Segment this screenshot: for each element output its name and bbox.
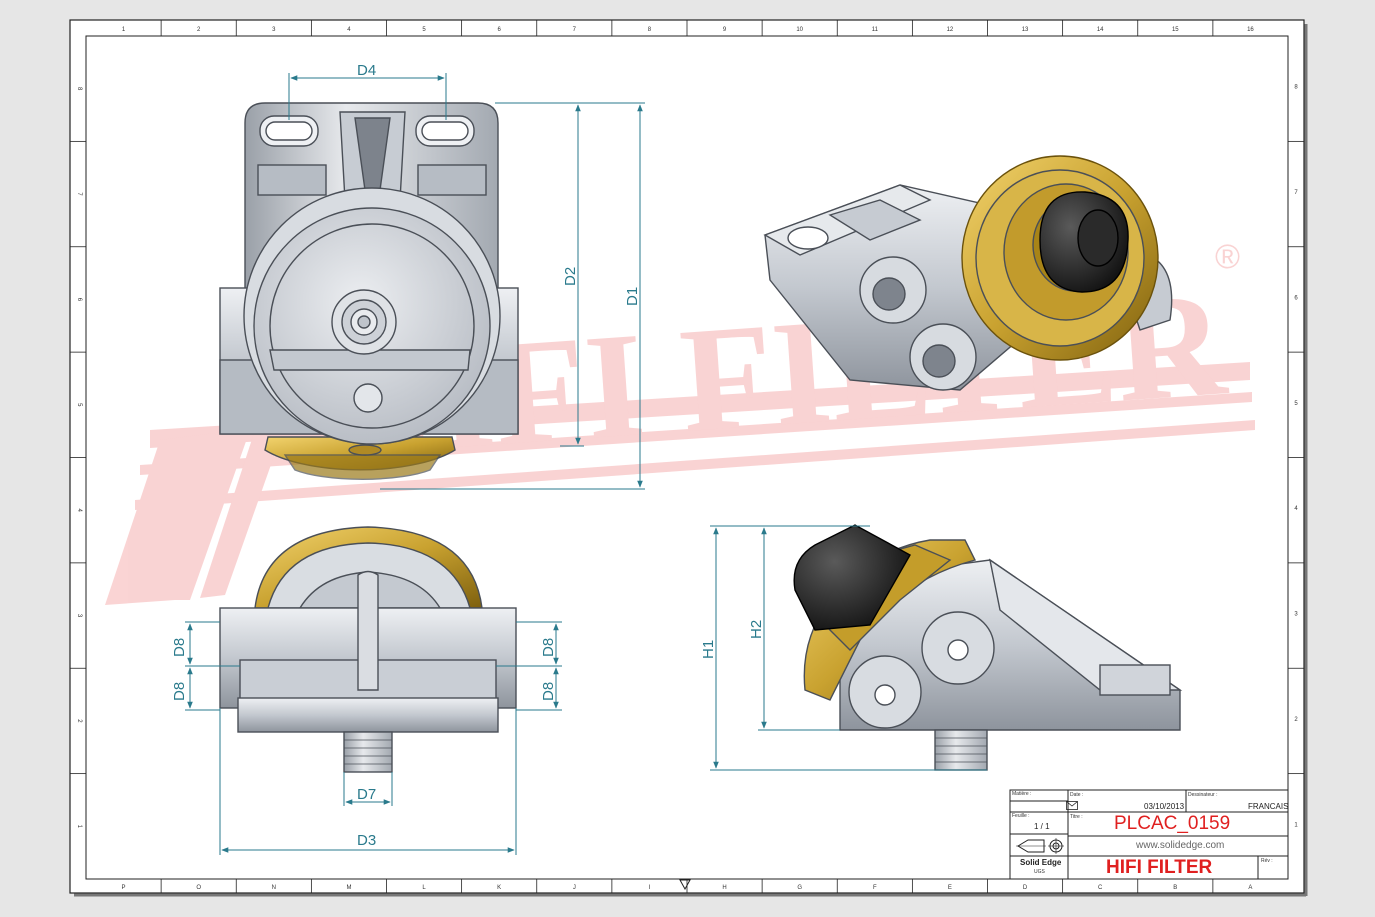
dim-label-d3: D3 (357, 832, 376, 849)
zone-number-top: 14 (1097, 27, 1104, 33)
zone-letter-bottom: P (122, 885, 126, 891)
dim-label-d8-left-top: D8 (171, 638, 188, 657)
side-view (793, 524, 1183, 771)
zone-number-top: 10 (796, 27, 803, 33)
label-feuille: Feuille : (1012, 813, 1030, 819)
dim-label-d7: D7 (357, 786, 376, 803)
zone-number-top: 8 (648, 27, 652, 33)
zone-number-top: 6 (498, 27, 502, 33)
zone-number-top: 13 (1022, 27, 1029, 33)
isometric-view (763, 155, 1173, 391)
zone-number-left: 8 (76, 87, 82, 91)
zone-letter-bottom: B (1173, 885, 1177, 891)
zone-number-top: 3 (272, 27, 276, 33)
zone-number-top: 12 (947, 27, 954, 33)
zone-number-left: 7 (76, 192, 82, 196)
zone-number-right: 8 (1294, 85, 1298, 91)
software-name: Solid Edge (1020, 858, 1062, 867)
bottom-view-dimensions (185, 621, 562, 855)
company-name: HIFI FILTER (1106, 857, 1213, 878)
title-block (1009, 789, 1289, 880)
dim-label-d1: D1 (624, 287, 641, 306)
zone-number-left: 3 (76, 614, 82, 618)
zone-number-left: 6 (76, 298, 82, 302)
software-sub: UGS (1034, 869, 1045, 875)
zone-letter-bottom: O (196, 885, 201, 891)
zone-letter-bottom: L (422, 885, 426, 891)
watermark-registered: ® (1215, 238, 1240, 276)
zone-number-left: 2 (76, 719, 82, 723)
date-value: 03/10/2013 (1144, 802, 1185, 811)
zone-letter-bottom: H (722, 885, 726, 891)
zone-number-top: 5 (422, 27, 426, 33)
dim-label-h1: H1 (700, 640, 717, 659)
sheet-number: 1 / 1 (1034, 822, 1050, 831)
dim-label-d4: D4 (357, 62, 376, 79)
zone-number-top: 2 (197, 27, 201, 33)
zone-letter-bottom: G (797, 885, 802, 891)
bottom-view (219, 526, 517, 773)
dim-label-d2: D2 (562, 267, 579, 286)
zone-number-top: 9 (723, 27, 727, 33)
dim-label-d8-right-bottom: D8 (540, 682, 557, 701)
zone-letter-bottom: C (1098, 885, 1103, 891)
zone-letter-bottom: M (346, 885, 351, 891)
zone-number-right: 4 (1294, 506, 1298, 512)
zone-number-top: 4 (347, 27, 351, 33)
zone-letter-bottom: A (1248, 885, 1252, 891)
zone-number-right: 6 (1294, 295, 1298, 301)
zone-number-top: 15 (1172, 27, 1179, 33)
dim-label-h2: H2 (748, 620, 765, 639)
part-number: PLCAC_0159 (1114, 813, 1231, 834)
zone-letter-bottom: K (497, 885, 501, 891)
projection-symbol-icon (1016, 838, 1064, 854)
label-date: Date : (1070, 792, 1084, 798)
zone-number-top: 16 (1247, 27, 1254, 33)
zone-letter-bottom: D (1023, 885, 1028, 891)
zone-letter-bottom: J (573, 885, 576, 891)
zone-letter-bottom: I (649, 885, 651, 891)
front-view-dimensions (288, 73, 645, 490)
center-mark-icon (679, 879, 691, 891)
zone-letter-bottom: E (948, 885, 952, 891)
zone-number-right: 3 (1294, 612, 1298, 618)
dim-label-d8-left-bottom: D8 (171, 682, 188, 701)
dim-label-d8-right-top: D8 (540, 638, 557, 657)
zone-number-left: 4 (76, 509, 82, 513)
zone-number-left: 5 (76, 403, 82, 407)
label-titre: Titre : (1070, 814, 1083, 820)
zone-number-right: 5 (1294, 401, 1298, 407)
side-view-dimensions (710, 525, 987, 771)
zone-number-top: 7 (573, 27, 577, 33)
zone-number-left: 1 (76, 825, 82, 829)
zone-letter-bottom: N (272, 885, 276, 891)
zone-number-top: 1 (122, 27, 126, 33)
envelope-icon (1066, 801, 1078, 810)
zone-number-right: 7 (1294, 190, 1298, 196)
label-matiere: Matière : (1012, 791, 1032, 797)
website: www.solidedge.com (1136, 840, 1225, 851)
zone-letter-bottom: F (873, 885, 877, 891)
zone-number-right: 2 (1294, 717, 1298, 723)
front-view (219, 102, 519, 480)
label-rev: Rév : (1261, 858, 1273, 864)
language-value: FRANCAIS (1248, 802, 1289, 811)
label-dessinateur: Dessinateur : (1188, 792, 1218, 798)
zone-number-right: 1 (1294, 822, 1298, 828)
zone-number-top: 11 (872, 27, 879, 33)
